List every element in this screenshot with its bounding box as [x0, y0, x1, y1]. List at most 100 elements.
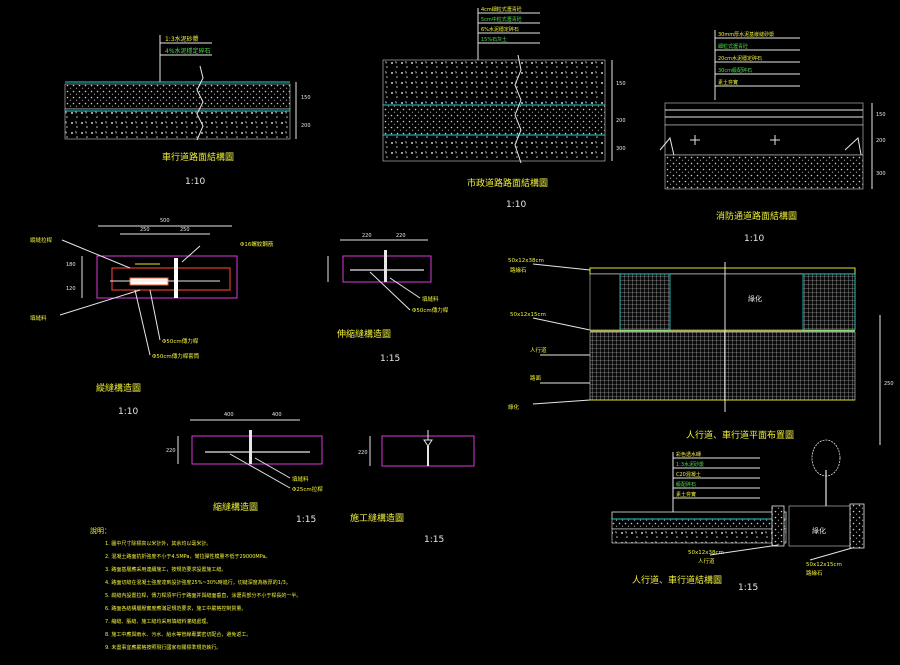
callout-label: 30cm級配碎石: [718, 67, 752, 74]
note-item: 4. 路面切縫在混凝土強度達到設計強度25%~30%時進行，切縫深度為板厚的1/…: [105, 579, 291, 586]
drawing-title: 消防通道路面結構圖: [716, 210, 797, 222]
callout-label: Φ50cm傳力桿: [162, 337, 199, 345]
note-item: 5. 縱縫內設置拉桿，傳力桿須平行于路面并與縫面垂直，涂瀝青部分不小于桿長的一半…: [105, 592, 301, 599]
curb-stone: [771, 505, 785, 547]
planting-area: [788, 505, 860, 547]
curb-strip: [589, 267, 856, 275]
callout-label: 綠化: [508, 403, 520, 411]
drawing-construction-joint: 220 施工縫構造圖 1:15: [350, 430, 475, 545]
drawing-municipal-road-section: 4cm細粒式瀝青砼 5cm中粒式瀝青砼 6%水泥穩定碎石 15%石灰土 150 …: [382, 6, 626, 210]
dimension-text: 180: [66, 262, 76, 268]
joint-filler: [384, 250, 387, 282]
callout-label: 1:3水泥砂漿: [676, 461, 704, 468]
tree-pit: [619, 273, 671, 331]
area-label: 綠化: [812, 526, 826, 535]
break-line: [659, 136, 676, 161]
callout-label: 20cm水泥穩定碎石: [718, 55, 762, 62]
tree-pit: [802, 273, 856, 331]
drawing-title: 人行道、車行道結構圖: [632, 574, 722, 586]
dimension-text: 120: [66, 286, 76, 292]
dimension-text: 400: [224, 412, 234, 418]
callout-label: 4%水泥穩定碎石: [165, 47, 211, 55]
rebar-cage: [111, 267, 231, 291]
subbase-layer: [64, 108, 291, 140]
sidewalk-pavers: [589, 331, 856, 401]
dimension-text: 200: [301, 123, 311, 129]
hatch-mark: [690, 135, 780, 145]
callout-label: 填縫料: [30, 314, 47, 322]
drawing-scale: 1:10: [185, 177, 205, 187]
leader-line: [709, 544, 779, 556]
callout-label: 縱縫拉桿: [30, 236, 53, 244]
general-notes: 說明： 1. 圖中尺寸除標高以米計外，其余均以毫米計。 2. 混凝土路面抗折強度…: [90, 526, 301, 651]
drawing-sidewalk-structure: 彩色透水磚 1:3水泥砂漿 C20混凝土 級配碎石 素土夯實 綠化 50x12x…: [611, 439, 865, 593]
callout-label: Φ25cm拉桿: [292, 485, 323, 493]
drawing-scale: 1:15: [380, 354, 400, 364]
callout-label: 級配碎石: [676, 481, 696, 488]
dimension-text: 250: [884, 381, 894, 387]
callout-label: 路緣石: [806, 569, 823, 577]
drawing-scale: 1:15: [738, 583, 758, 593]
leader-line: [369, 271, 411, 311]
leader-line: [532, 317, 591, 331]
drawing-title: 縮縫構造圖: [213, 501, 258, 513]
dimension-text: 220: [362, 233, 372, 239]
break-line: [514, 54, 522, 164]
callout-label: 填縫料: [292, 475, 309, 483]
area-label: 綠化: [748, 294, 762, 303]
leader-line: [181, 245, 201, 263]
leader-line: [389, 277, 421, 299]
dimension-text: 300: [616, 146, 626, 152]
leader-line: [809, 547, 853, 561]
dimension-text: 220: [396, 233, 406, 239]
callout-label: 4cm細粒式瀝青砼: [481, 6, 522, 13]
callout-label: 路面: [530, 374, 542, 382]
dimension-text: 500: [160, 218, 170, 224]
base-layer: [382, 104, 606, 136]
callout-label: 5cm中粒式瀝青砼: [481, 16, 522, 23]
leader-line: [229, 453, 291, 489]
callout-label: 50x12x38cm: [688, 550, 724, 556]
callout-label: 細粒式瀝青砼: [718, 43, 748, 50]
drawing-title: 施工縫構造圖: [350, 512, 404, 524]
leader-line: [61, 239, 131, 269]
drawing-scale: 1:15: [424, 535, 444, 545]
callout-label: 6%水泥穩定碎石: [481, 26, 519, 33]
concrete-layer: [611, 528, 787, 544]
note-item: 1. 圖中尺寸除標高以米計外，其余均以毫米計。: [105, 540, 211, 547]
joint-filler: [427, 446, 429, 466]
callout-label: Φ16螺紋鋼筋: [240, 240, 274, 248]
dimension-text: 220: [358, 450, 368, 456]
joint-filler: [174, 258, 178, 298]
note-item: 6. 路面各結構層壓實度應滿足規范要求，施工中嚴格控制質量。: [105, 605, 246, 612]
edge-stone: [849, 503, 865, 549]
drawing-title: 縱縫構造圖: [96, 382, 141, 394]
drawing-fire-lane-section: 30mm厚水泥基嵌縫砂漿 細粒式瀝青砼 20cm水泥穩定碎石 30cm級配碎石 …: [659, 30, 886, 244]
drawing-contraction-joint: 400 400 220 填縫料 Φ25cm拉桿 縮縫構造圖 1:15: [166, 412, 323, 525]
callout-label: 50x12x15cm: [806, 562, 842, 568]
dimension-text: 150: [616, 81, 626, 87]
callout-label: 彩色透水磚: [676, 451, 701, 458]
callout-label: 路緣石: [510, 266, 527, 274]
joint-filler: [249, 430, 252, 464]
callout-label: 填縫料: [422, 295, 439, 303]
notes-heading: 說明：: [90, 526, 111, 535]
callout-label: 50x12x38cm: [508, 258, 544, 264]
drawing-title: 市政道路路面結構圖: [467, 177, 548, 189]
drawing-scale: 1:10: [744, 234, 764, 244]
joint-marker: [423, 430, 433, 447]
drawing-roadway-section: 1:3水泥砂漿 4%水泥穩定碎石 150 200 車行道路面結構圖 1:10: [64, 35, 311, 187]
slab-outline: [96, 255, 238, 299]
callout-label: 50x12x15cm: [510, 312, 546, 318]
leader-line: [59, 289, 141, 316]
subbase-layer: [664, 154, 864, 190]
dimension-text: 150: [876, 112, 886, 118]
drawing-scale: 1:10: [506, 200, 526, 210]
callout-label: Φ50cm傳力桿套筒: [152, 352, 200, 360]
note-item: 3. 路面基層應采用連續施工，按規范要求設置施工縫。: [105, 566, 226, 573]
callout-label: Φ50cm傳力桿: [412, 306, 449, 314]
note-item: 8. 施工中應與雨水、污水、給水等管線專業密切配合，避免返工。: [105, 631, 251, 638]
dimension-text: 300: [876, 171, 886, 177]
break-line: [196, 65, 204, 141]
